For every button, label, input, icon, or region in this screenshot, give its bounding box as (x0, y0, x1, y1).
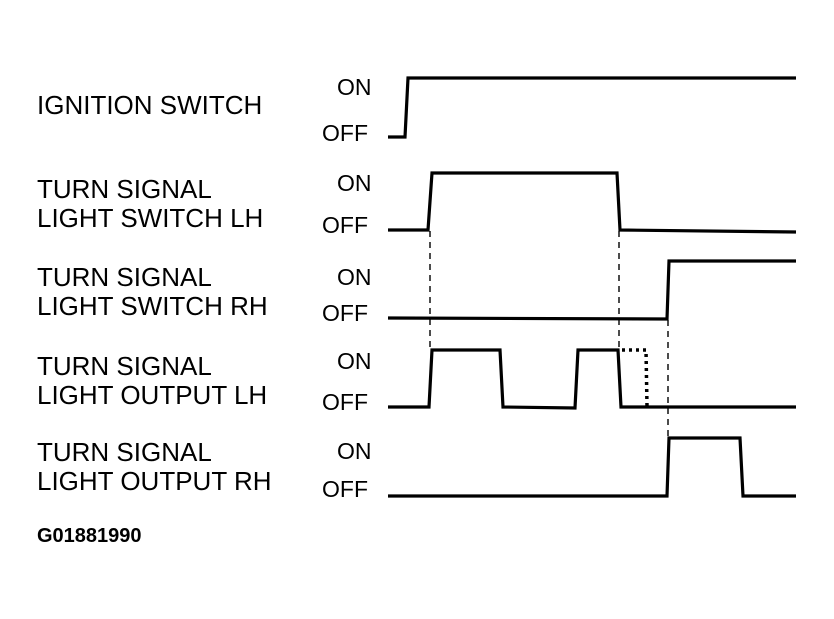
ts-output-lh-on-level: ON (337, 348, 372, 374)
ignition-switch-label: IGNITION SWITCH (37, 90, 262, 120)
ts-output-lh-off-level: OFF (322, 389, 368, 415)
ignition-on-level: ON (337, 74, 372, 100)
ts-switch-lh-off-level: OFF (322, 212, 368, 238)
ts-switch-rh-label-line1: TURN SIGNAL (37, 262, 212, 292)
ts-output-lh-waveform (388, 348, 796, 410)
ts-output-lh-dotted-continuation (622, 348, 649, 407)
row-ignition: IGNITION SWITCH ON OFF (37, 74, 796, 146)
row-ts-output-rh: TURN SIGNAL LIGHT OUTPUT RH ON OFF (37, 436, 796, 502)
figure-code: G01881990 (37, 525, 142, 547)
ts-switch-rh-label-line2: LIGHT SWITCH RH (37, 291, 268, 321)
ts-switch-rh-off-level: OFF (322, 300, 368, 326)
ts-switch-rh-on-level: ON (337, 264, 372, 290)
ts-output-rh-on-level: ON (337, 438, 372, 464)
row-ts-switch-lh: TURN SIGNAL LIGHT SWITCH LH ON OFF (37, 170, 797, 238)
ts-output-rh-label-line2: LIGHT OUTPUT RH (37, 466, 272, 496)
timing-guides (429, 231, 669, 438)
ts-output-rh-waveform (388, 436, 796, 498)
ts-switch-lh-label-line2: LIGHT SWITCH LH (37, 203, 263, 233)
ts-switch-lh-waveform (388, 171, 797, 234)
ts-output-rh-off-level: OFF (322, 476, 368, 502)
ts-output-rh-label-line1: TURN SIGNAL (37, 437, 212, 467)
ts-output-lh-label-line1: TURN SIGNAL (37, 351, 212, 381)
row-ts-output-lh: TURN SIGNAL LIGHT OUTPUT LH ON OFF (37, 348, 796, 415)
ts-switch-lh-on-level: ON (337, 170, 372, 196)
ts-output-lh-label-line2: LIGHT OUTPUT LH (37, 380, 267, 410)
ignition-off-level: OFF (322, 120, 368, 146)
ts-switch-rh-waveform (387, 259, 796, 321)
row-ts-switch-rh: TURN SIGNAL LIGHT SWITCH RH ON OFF (37, 259, 796, 326)
ts-switch-lh-label-line1: TURN SIGNAL (37, 174, 212, 204)
ignition-switch-waveform (388, 76, 796, 139)
